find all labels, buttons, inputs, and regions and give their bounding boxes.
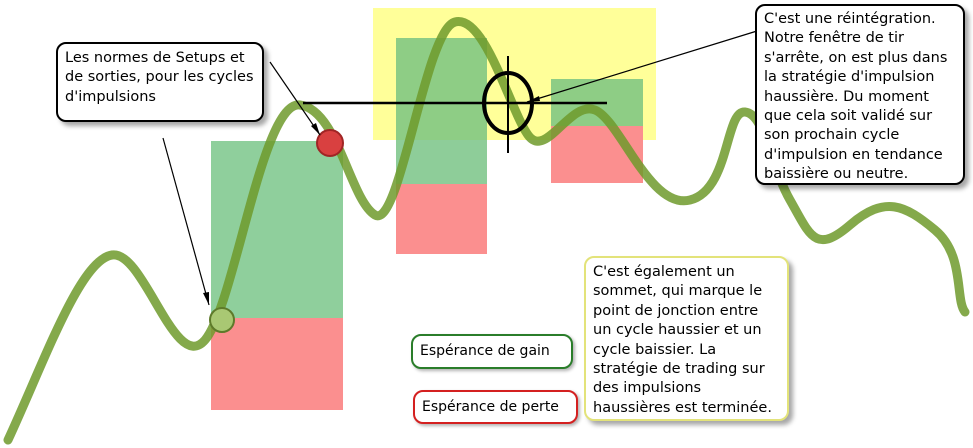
exit-point bbox=[316, 129, 344, 157]
legend-gain-label: Espérance de gain bbox=[420, 343, 550, 359]
callout-setups: Les normes de Setups et de sorties, pour… bbox=[56, 42, 264, 122]
callout-reintegration: C'est une réintégration. Notre fenêtre d… bbox=[755, 4, 965, 185]
legend-perte-label: Espérance de perte bbox=[422, 399, 559, 415]
callout-setups-text: Les normes de Setups et de sorties, pour… bbox=[65, 50, 254, 105]
callout-reintegration-text: C'est une réintégration. Notre fenêtre d… bbox=[764, 11, 948, 183]
legend-perte: Espérance de perte bbox=[413, 390, 578, 424]
pointer-setups-top bbox=[269, 61, 321, 136]
pointer-setups-top-arrow bbox=[311, 123, 320, 135]
entry-point bbox=[209, 307, 235, 333]
loss-zone-2 bbox=[396, 184, 487, 254]
loss-zone-1 bbox=[211, 318, 343, 410]
legend-gain: Espérance de gain bbox=[411, 334, 573, 369]
callout-sommet: C'est également un sommet, qui marque le… bbox=[584, 256, 789, 421]
gain-zone-2 bbox=[396, 38, 487, 184]
gain-zone-1 bbox=[211, 141, 343, 318]
target-circle bbox=[482, 71, 534, 135]
pointer-reintegration bbox=[526, 30, 758, 103]
pointer-setups-bottom-arrow bbox=[203, 292, 209, 305]
callout-sommet-text: C'est également un sommet, qui marque le… bbox=[593, 264, 772, 416]
pointer-setups-bottom bbox=[162, 137, 210, 306]
pointer-reintegration-arrow bbox=[527, 96, 540, 102]
